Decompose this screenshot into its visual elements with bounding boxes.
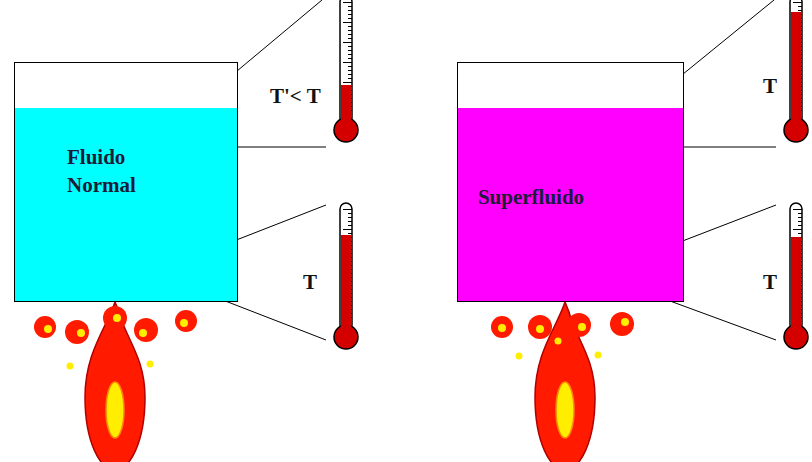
thermometer [784, 0, 808, 142]
fluid-container: Superfluido [457, 62, 684, 302]
leader-lines [170, 0, 776, 340]
temperature-label: T [763, 72, 777, 100]
thermometer [784, 203, 808, 349]
temperature-label: T'< T [270, 82, 321, 110]
thermometer [334, 203, 358, 349]
fluid-container: Fluido Normal [14, 62, 238, 302]
fluid-name: Fluido Normal [67, 143, 167, 199]
fluid-name: Superfluido [478, 183, 584, 211]
temperature-label: T [763, 268, 777, 296]
thermometer [334, 0, 358, 142]
heat-bubbles [34, 306, 634, 370]
temperature-label: T [303, 268, 317, 296]
